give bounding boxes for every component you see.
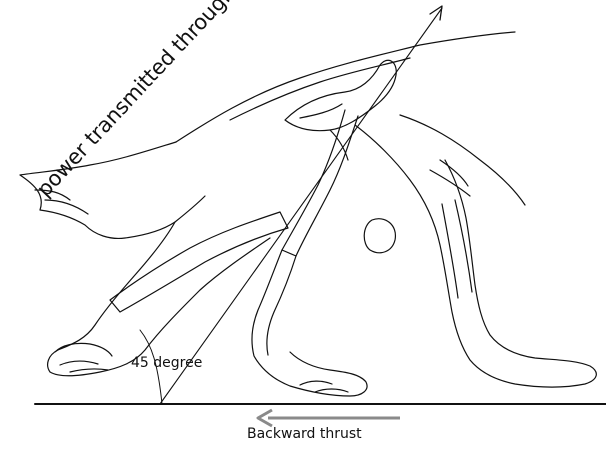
stifle <box>364 219 395 253</box>
hind-leg-left-outline <box>48 222 270 376</box>
belly-line <box>400 115 525 205</box>
hind-leg-right <box>355 125 596 387</box>
pelvis-detail <box>300 104 348 160</box>
middle-leg <box>252 250 367 396</box>
thrust-label: Backward thrust <box>247 426 362 442</box>
backward-arrow-icon <box>258 410 400 426</box>
femur <box>282 110 358 256</box>
diagonal-arrow-head <box>430 6 442 20</box>
diagonal-arrow-icon <box>160 8 442 404</box>
angle-label: 45 degree <box>131 355 202 371</box>
back-outline-inner <box>230 58 410 120</box>
